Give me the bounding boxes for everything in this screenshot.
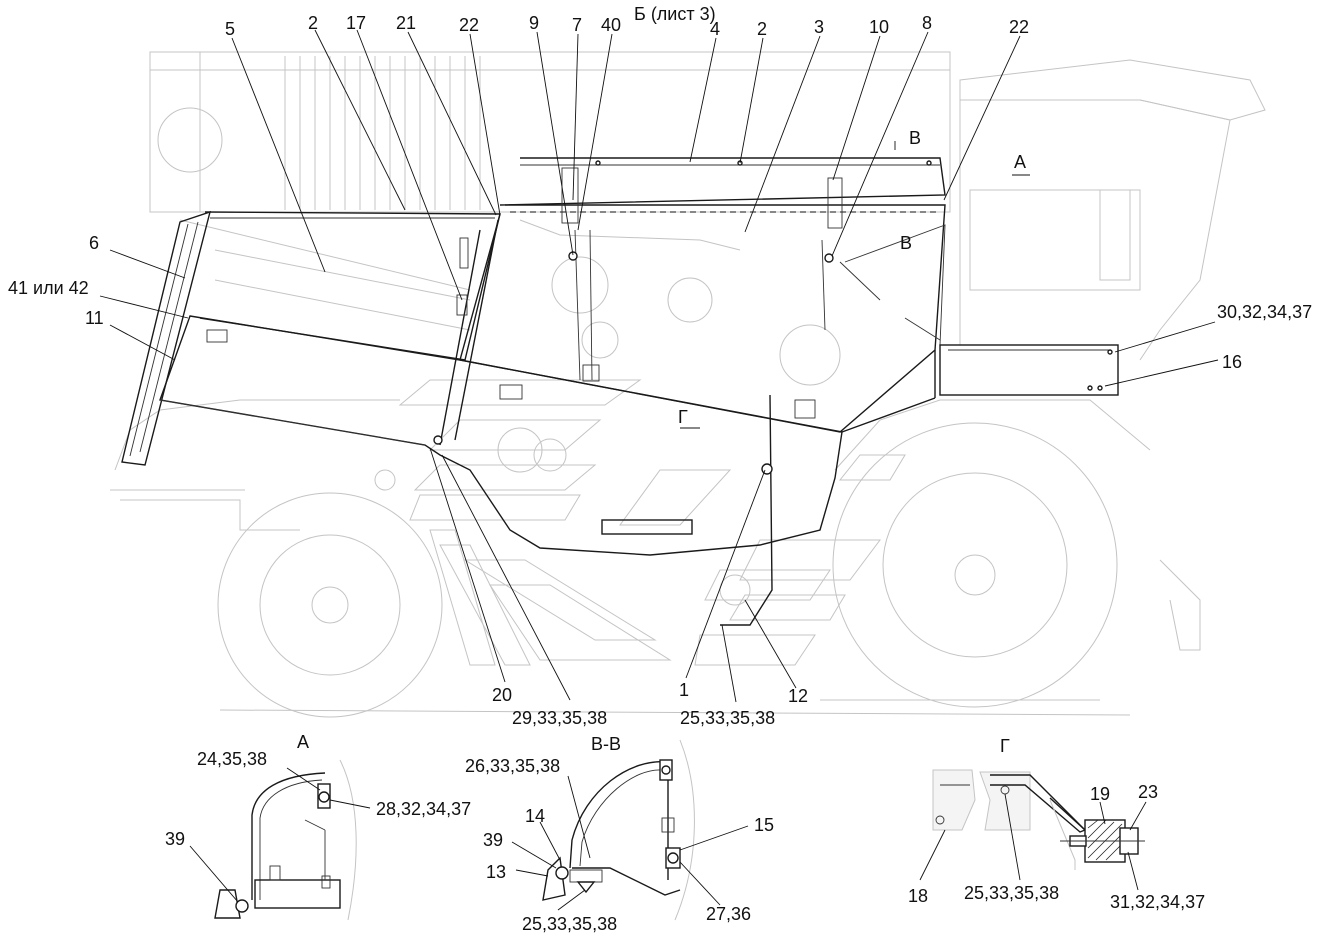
view-ref-b: Б (лист 3) [634, 4, 716, 24]
label-14: 14 [525, 806, 545, 826]
detail-vv: В-В 26,33,35,38 14 39 13 15 27,36 25,33,… [465, 734, 774, 934]
label-31-32-34-37: 31,32,34,37 [1110, 892, 1205, 912]
label-40: 40 [601, 15, 621, 35]
section-mark-v-lower: В [900, 233, 912, 253]
label-15: 15 [754, 815, 774, 835]
detail-vv-title: В-В [591, 734, 621, 754]
label-1: 1 [679, 680, 689, 700]
label-23: 23 [1138, 782, 1158, 802]
label-26-33-35-38: 26,33,35,38 [465, 756, 560, 776]
label-10: 10 [869, 17, 889, 37]
label-27-36: 27,36 [706, 904, 751, 924]
combine-outline [110, 51, 1266, 718]
section-mark-a: А [1014, 152, 1026, 172]
label-22-left: 22 [459, 15, 479, 35]
label-5: 5 [225, 19, 235, 39]
label-3: 3 [814, 17, 824, 37]
label-21: 21 [396, 13, 416, 33]
main-labels: 5 2 17 21 22 9 7 40 4 2 3 10 8 22 6 41 и… [8, 13, 1312, 728]
label-20: 20 [492, 685, 512, 705]
label-11: 11 [85, 308, 104, 328]
label-2-right: 2 [757, 19, 767, 39]
detail-g-title: Г [1000, 736, 1010, 756]
detail-g: Г 19 23 18 25,33,35,38 31,32,34,37 [908, 736, 1205, 912]
main-leaders [99, 29, 1219, 703]
label-2-left: 2 [308, 13, 318, 33]
label-25-33-35-38-main: 25,33,35,38 [680, 708, 775, 728]
label-25-33-35-38-g: 25,33,35,38 [964, 883, 1059, 903]
label-28-32-34-37: 28,32,34,37 [376, 799, 471, 819]
detail-a: А 24,35,38 28,32,34,37 39 [165, 732, 471, 921]
label-39-a: 39 [165, 829, 185, 849]
label-7: 7 [572, 15, 582, 35]
label-12: 12 [788, 686, 808, 706]
label-41-or-42: 41 или 42 [8, 278, 89, 298]
label-39-vv: 39 [483, 830, 503, 850]
label-24-35-38: 24,35,38 [197, 749, 267, 769]
label-29-33-35-38: 29,33,35,38 [512, 708, 607, 728]
label-6: 6 [89, 233, 99, 253]
detail-a-title: А [297, 732, 309, 752]
main-panels [121, 141, 1119, 626]
label-16: 16 [1222, 352, 1242, 372]
section-mark-g: Г [678, 407, 688, 427]
label-30-32-34-37: 30,32,34,37 [1217, 302, 1312, 322]
label-9: 9 [529, 13, 539, 33]
label-19: 19 [1090, 784, 1110, 804]
label-25-33-35-38-vv: 25,33,35,38 [522, 914, 617, 934]
label-22-right: 22 [1009, 17, 1029, 37]
section-mark-v-top: В [909, 128, 921, 148]
label-13: 13 [486, 862, 506, 882]
label-18: 18 [908, 886, 928, 906]
label-17: 17 [346, 13, 366, 33]
label-4: 4 [710, 19, 720, 39]
label-8: 8 [922, 13, 932, 33]
